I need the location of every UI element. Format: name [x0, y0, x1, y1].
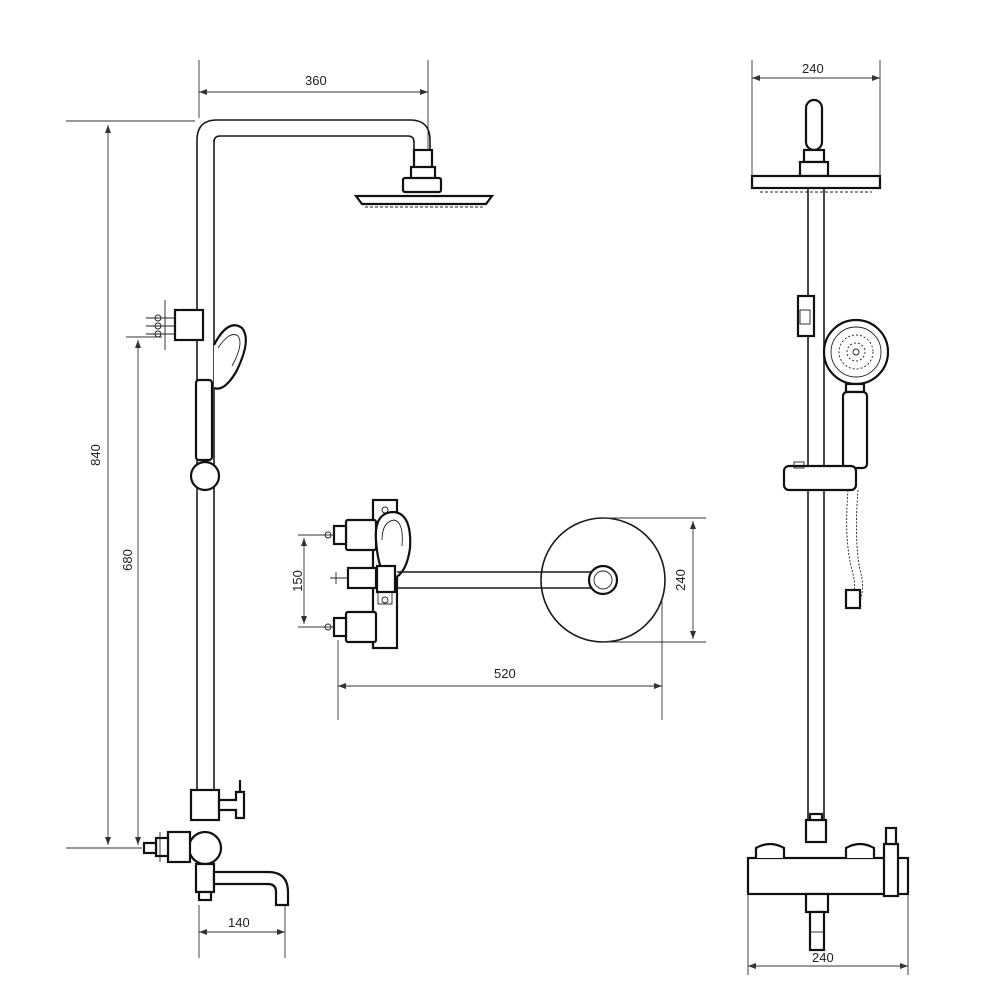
- front-handshower-handle: [841, 390, 869, 470]
- front-riser-pipe: [807, 188, 825, 820]
- dim-top-depth: 520: [337, 600, 663, 720]
- front-shower-arm: [798, 98, 830, 178]
- dim-label-360: 360: [305, 73, 327, 88]
- side-rain-head: [353, 176, 495, 208]
- front-bath-spout: [804, 892, 830, 952]
- dim-front-mixer-width: 240: [747, 894, 909, 975]
- top-rain-head: [540, 517, 666, 643]
- front-hose: [844, 489, 863, 610]
- front-wall-bracket: [796, 294, 816, 338]
- dim-top-inlet-spacing: 150: [290, 534, 330, 628]
- dim-side-spout-projection: 140: [198, 905, 286, 958]
- dim-label-680: 680: [120, 549, 135, 571]
- front-diverter: [804, 812, 828, 844]
- side-wall-bracket: [146, 300, 205, 350]
- dim-label-240-front-mixer: 240: [812, 950, 834, 965]
- side-handshower: [189, 324, 247, 492]
- dim-side-handshower-height: 680: [120, 336, 162, 845]
- front-view: 240 240: [746, 60, 910, 975]
- side-mixer-valve: [142, 780, 246, 902]
- dim-label-240-front-head: 240: [802, 61, 824, 76]
- side-shower-arm: [196, 119, 437, 181]
- dim-side-total-height: 840: [66, 120, 195, 849]
- top-inlet-valve-upper: [322, 518, 378, 552]
- dim-label-240-top: 240: [673, 569, 688, 591]
- front-handshower-head: [822, 318, 890, 394]
- dim-label-150: 150: [290, 570, 305, 592]
- front-rain-head: [750, 174, 882, 193]
- top-handshower: [374, 510, 412, 594]
- dim-side-arm-reach: 360: [198, 60, 429, 150]
- top-shower-arm: [397, 571, 595, 589]
- top-inlet-valve-lower: [322, 610, 378, 644]
- top-diverter: [330, 566, 378, 590]
- top-view: 150 240 520: [290, 498, 706, 720]
- dim-front-head-width: 240: [751, 60, 881, 178]
- side-view: 360 840 680 140: [66, 60, 495, 958]
- front-mixer-body: [746, 826, 910, 898]
- dim-label-520: 520: [494, 666, 516, 681]
- dim-top-head-diameter: 240: [603, 517, 706, 643]
- dim-label-840: 840: [88, 444, 103, 466]
- side-bath-spout: [212, 870, 290, 907]
- dim-label-140: 140: [228, 915, 250, 930]
- front-slide-holder: [782, 461, 858, 492]
